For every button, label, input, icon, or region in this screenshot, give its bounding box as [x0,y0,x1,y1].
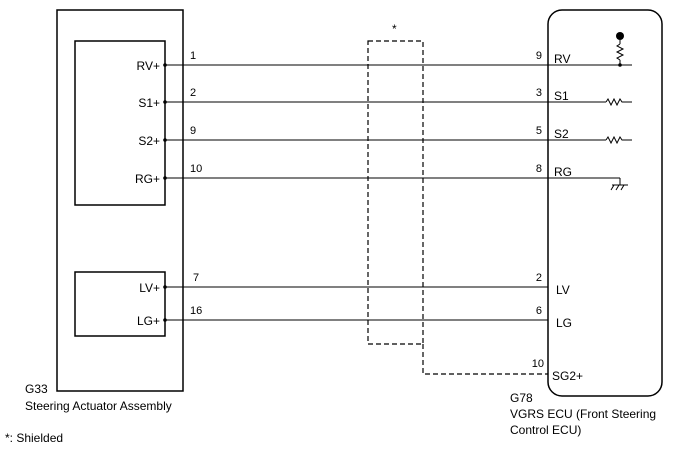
terminal-dot [163,138,167,142]
terminal-dot [163,285,167,289]
right-terminal-label: LV [556,283,570,297]
right-terminal-label: LG [556,316,572,330]
left-terminal-label: LG+ [137,314,160,328]
right-component-code: G78 [510,391,533,405]
pull-up-resistor-icon [615,32,625,67]
right-pin-number: 2 [536,272,542,284]
right-terminal-label: RV [554,52,570,66]
terminal-dot [163,318,167,322]
right-pin-number: 8 [536,163,542,175]
right-terminal-label: S2 [554,127,569,141]
right-terminal-label: RG [554,165,572,179]
right-component-name-line2: Control ECU) [510,423,581,437]
left-pin-number: 9 [190,125,196,137]
left-terminal-label: LV+ [139,281,160,295]
left-terminal-label: RG+ [135,172,160,186]
terminal-dot [163,100,167,104]
steering-actuator-assembly-box [56,9,184,392]
right-pin-number: 6 [536,305,542,317]
left-terminal-label: S1+ [138,96,160,110]
left-pin-number: 1 [190,50,196,62]
left-terminal-label: RV+ [137,59,160,73]
shield-note: *: Shielded [5,431,63,445]
lower-sensor-box [74,271,166,337]
right-pin-number: 10 [532,358,544,370]
left-component-name: Steering Actuator Assembly [25,399,172,413]
right-terminal-label: S1 [554,89,569,103]
ground-icon [610,178,628,191]
right-component-name-line1: VGRS ECU (Front Steering [510,407,656,421]
left-pin-number: 7 [193,272,199,284]
shield-box [367,40,424,345]
shield-marker: * [392,22,397,36]
left-pin-number: 16 [190,305,202,317]
terminal-dot [163,176,167,180]
resistor-icon [605,97,632,107]
left-pin-number: 10 [190,163,202,175]
terminal-dot [163,63,167,67]
shield-drain-wire [422,344,548,375]
left-terminal-label: S2+ [138,134,160,148]
left-pin-number: 2 [190,87,196,99]
vgrs-ecu-box [547,9,663,397]
upper-sensor-box [74,40,166,206]
right-pin-number: 3 [536,87,542,99]
right-pin-number: 5 [536,125,542,137]
left-component-code: G33 [25,382,48,396]
right-terminal-label: SG2+ [552,369,583,383]
right-pin-number: 9 [536,50,542,62]
resistor-icon [605,135,632,145]
